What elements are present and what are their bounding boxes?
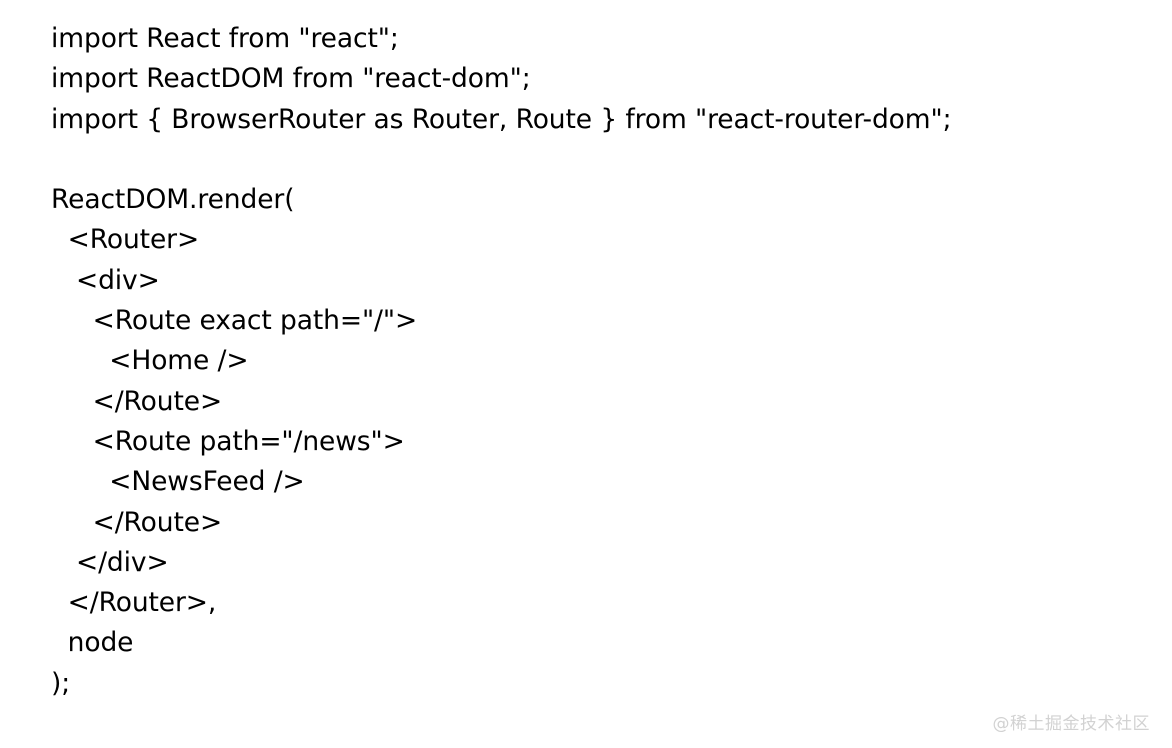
code-line: <Route path="/news"> (51, 425, 405, 457)
code-line: </div> (51, 546, 169, 578)
code-line: <div> (51, 264, 160, 296)
code-line: </Route> (51, 385, 223, 417)
code-line: ); (51, 667, 71, 699)
code-block: import React from "react"; import ReactDO… (51, 19, 1141, 704)
code-line: </Router>, (51, 587, 217, 619)
code-line: import React from "react"; (51, 23, 399, 54)
code-line: </Route> (51, 506, 223, 538)
code-line: <Route exact path="/"> (51, 305, 418, 337)
code-line (51, 140, 1141, 180)
code-line: import ReactDOM from "react-dom"; (51, 63, 531, 95)
code-line: <Router> (51, 224, 200, 256)
code-line: ReactDOM.render( (51, 184, 295, 216)
watermark-label: @稀土掘金技术社区 (992, 714, 1150, 734)
code-line: import { BrowserRouter as Router, Route … (51, 103, 952, 135)
code-line: <NewsFeed /> (51, 466, 305, 498)
code-line: <Home /> (51, 345, 249, 377)
code-line: node (51, 627, 134, 659)
